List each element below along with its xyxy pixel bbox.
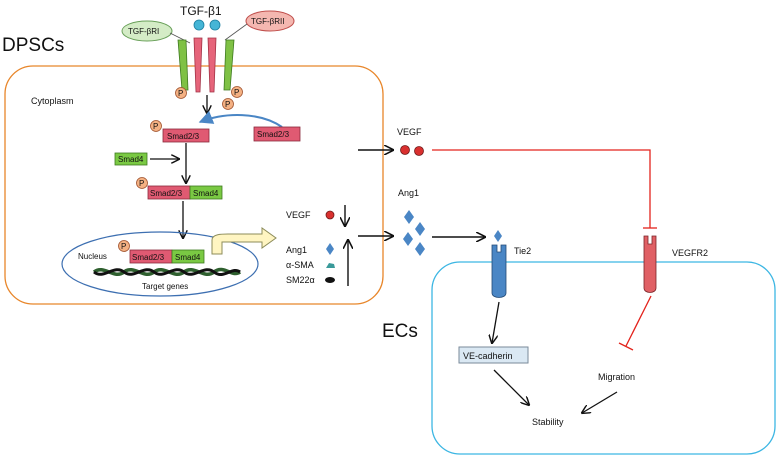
- phospho-label: P: [121, 242, 126, 251]
- tie2-receptor: [491, 244, 507, 298]
- expr-asma-label: α-SMA: [286, 260, 314, 270]
- tgfbr1-bubble: [121, 20, 173, 42]
- smad4-box: [171, 249, 205, 264]
- phospho-icon: [231, 86, 243, 98]
- secreted-ang1-label: Ang1: [398, 188, 419, 198]
- expr-vegf-label: VEGF: [286, 210, 311, 220]
- ang1-icon: [326, 243, 334, 255]
- vegf-icon: [400, 145, 410, 155]
- phospho-label: P: [225, 100, 230, 109]
- cytoplasm-label: Cytoplasm: [31, 96, 74, 106]
- vegfr2-migration-inhibition: [625, 295, 652, 347]
- phospho-icon: [118, 240, 130, 252]
- nucleus: [61, 231, 259, 297]
- vegf-icon: [414, 146, 424, 156]
- phospho-label: P: [178, 89, 183, 98]
- smad23-label: Smad2/3: [257, 130, 290, 139]
- vegf-icon: [325, 210, 335, 220]
- ang1-icon-cluster: [403, 210, 425, 256]
- phospho-icon: [222, 98, 234, 110]
- tie2-label: Tie2: [514, 246, 531, 256]
- dpsc-label: DPSCs: [2, 35, 64, 56]
- ve-cadherin-label: VE-cadherin: [463, 351, 513, 361]
- ve-cadherin-box: [458, 346, 529, 364]
- phospho-icon: [150, 120, 162, 132]
- phospho-icon: [136, 177, 148, 189]
- vegf-inhibition-line: [432, 149, 651, 228]
- smad4-box: [114, 152, 148, 166]
- secreted-vegf-label: VEGF: [397, 127, 422, 137]
- ec-cell-membrane: [431, 261, 776, 455]
- smad4-label: Smad4: [118, 155, 144, 164]
- migration-label: Migration: [598, 372, 635, 382]
- smad23-box: [253, 126, 301, 142]
- transcription-arrow: [211, 227, 277, 255]
- smad23-label: Smad2/3: [150, 189, 183, 198]
- dpsc-cell-membrane: [4, 65, 384, 305]
- vegfr2-receptor: [643, 235, 657, 293]
- tgfbr2-label: TGF-βRII: [251, 17, 284, 26]
- nucleus-label: Nucleus: [78, 252, 107, 261]
- asma-icon: [326, 263, 335, 268]
- ec-label: ECs: [382, 321, 418, 342]
- tgfbr2-bubble: [245, 10, 295, 32]
- phospho-label: P: [139, 179, 144, 188]
- smad4-label: Smad4: [193, 189, 219, 198]
- dna-helix-icon: [92, 267, 242, 277]
- tgfb-receptor-complex: [177, 37, 235, 93]
- sm22-icon: [325, 277, 335, 283]
- smad23-label: Smad2/3: [167, 132, 200, 141]
- stability-label: Stability: [532, 417, 564, 427]
- phosphorylation-arrow: [198, 110, 283, 128]
- tgfb1-ligand-icon: [193, 19, 205, 31]
- target-genes-label: Target genes: [142, 282, 188, 291]
- smad4-label: Smad4: [175, 253, 201, 262]
- phospho-label: P: [234, 88, 239, 97]
- ang1-bound-icon: [494, 230, 502, 242]
- tgfb1-label: TGF-β1: [180, 4, 222, 18]
- tgfb1-ligand-icon: [209, 19, 221, 31]
- expr-sm22-label: SM22α: [286, 275, 315, 285]
- smad4-box: [189, 185, 223, 200]
- phospho-icon: [175, 87, 187, 99]
- smad23-label: Smad2/3: [132, 253, 165, 262]
- expr-ang1-label: Ang1: [286, 245, 307, 255]
- vegfr2-label: VEGFR2: [672, 248, 708, 258]
- tgfbr1-label: TGF-βRI: [128, 27, 159, 36]
- phospho-label: P: [153, 122, 158, 131]
- smad23-box: [162, 128, 210, 143]
